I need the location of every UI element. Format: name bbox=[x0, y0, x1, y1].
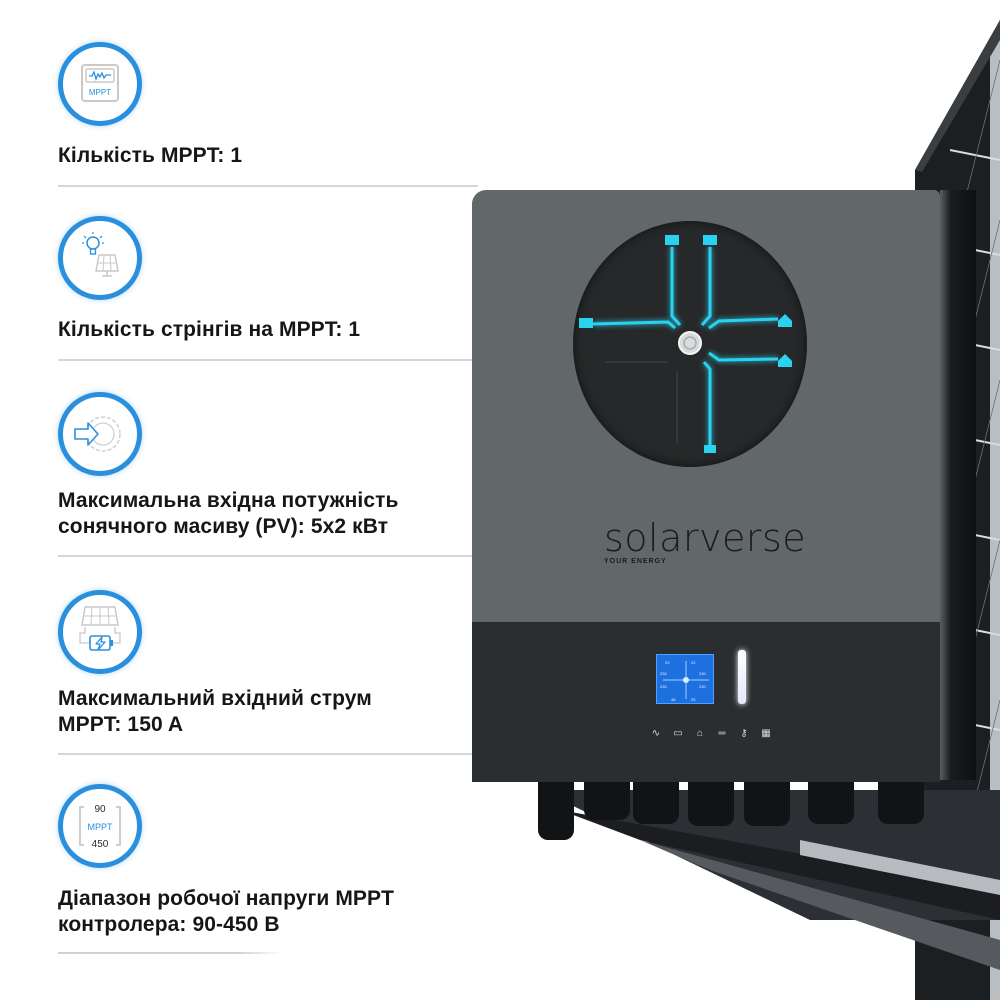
svg-text:90: 90 bbox=[94, 804, 106, 815]
svg-text:230: 230 bbox=[660, 684, 667, 689]
svg-text:230: 230 bbox=[699, 684, 706, 689]
battery-icon bbox=[704, 445, 716, 453]
brand-tagline: YOUR ENERGY bbox=[604, 558, 667, 565]
brand-logo: solarverse bbox=[604, 516, 807, 560]
spec-label: Діапазон робочої напруги MPPT контролера… bbox=[58, 887, 395, 936]
inverter-control-panel bbox=[472, 622, 940, 782]
svg-text:MPPT: MPPT bbox=[89, 88, 111, 97]
cable-gland bbox=[878, 782, 924, 824]
svg-text:48: 48 bbox=[671, 697, 676, 702]
svg-text:25: 25 bbox=[691, 697, 696, 702]
cable-gland bbox=[808, 782, 854, 824]
solar-panel-image bbox=[915, 20, 1000, 1000]
svg-text:450: 450 bbox=[92, 839, 109, 850]
divider bbox=[58, 555, 478, 557]
pv1-icon bbox=[665, 235, 679, 245]
svg-text:230: 230 bbox=[660, 671, 667, 676]
control-buttons: ∿ ▭ ⌂ ═ ⚷ ▦ bbox=[650, 728, 772, 739]
power-button[interactable] bbox=[678, 331, 702, 355]
spec-label: Максимальна вхідна потужність сонячного … bbox=[58, 489, 399, 538]
cable-gland bbox=[538, 782, 574, 840]
inverter-side bbox=[940, 190, 976, 780]
voltage-range-icon: 90 MPPT 450 bbox=[58, 784, 142, 868]
svg-text:MPPT: MPPT bbox=[87, 822, 113, 832]
svg-text:230: 230 bbox=[699, 671, 706, 676]
energy-flow-display bbox=[573, 221, 807, 467]
cable-gland bbox=[633, 782, 679, 824]
pv2-icon bbox=[703, 235, 717, 245]
status-led-bar bbox=[738, 650, 746, 704]
spec-label: Максимальний вхідний струм MPPT: 150 A bbox=[58, 687, 372, 736]
arrow-gear-icon bbox=[58, 392, 142, 476]
divider bbox=[58, 753, 478, 755]
mppt-waveform-icon: MPPT bbox=[58, 42, 142, 126]
cable-gland bbox=[688, 782, 734, 826]
home-main-load-icon bbox=[778, 314, 792, 327]
inverter-front-panel bbox=[472, 190, 940, 622]
divider bbox=[58, 952, 283, 954]
solar-panel-battery-icon bbox=[58, 590, 142, 674]
divider bbox=[58, 185, 478, 187]
home-status-icon[interactable]: ⌂ bbox=[696, 728, 704, 739]
svg-text:22: 22 bbox=[691, 660, 696, 665]
svg-text:23: 23 bbox=[665, 660, 670, 665]
home-smart-load-icon bbox=[778, 354, 792, 367]
cable-gland bbox=[584, 782, 630, 820]
lcd-screen: 23 22 230 230 230 230 48 25 bbox=[656, 654, 714, 704]
grid-status-icon[interactable]: ∿ bbox=[651, 728, 661, 739]
battery-status-icon[interactable]: ▭ bbox=[673, 728, 683, 739]
generator-status-icon[interactable]: ⚷ bbox=[740, 728, 748, 739]
solar-panel-frame bbox=[540, 790, 1000, 970]
menu-icon[interactable]: ▦ bbox=[761, 728, 771, 739]
cable-gland bbox=[744, 782, 790, 826]
bulb-solar-panel-icon bbox=[58, 216, 142, 300]
spec-label: Кількість MPPT: 1 bbox=[58, 144, 243, 167]
divider bbox=[58, 359, 478, 361]
dc-status-icon[interactable]: ═ bbox=[718, 728, 726, 739]
grid-icon bbox=[579, 318, 593, 328]
energy-flow-lines bbox=[579, 235, 792, 453]
spec-label: Кількість стрінгів на MPPT: 1 bbox=[58, 318, 361, 341]
